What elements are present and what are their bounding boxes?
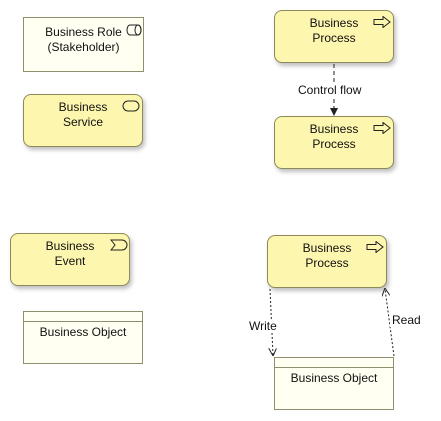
process-arrow-icon	[373, 16, 391, 28]
business-role-label: Business Role (Stakeholder)	[45, 25, 122, 54]
business-process-top-label: Business Process	[309, 16, 359, 45]
process-arrow-icon	[366, 241, 384, 253]
business-process-bottom-node[interactable]: Business Process	[267, 235, 387, 288]
read-label: Read	[390, 313, 423, 327]
read-connector[interactable]	[385, 289, 395, 357]
event-notch-icon	[110, 239, 128, 251]
business-process-mid-label: Business Process	[309, 122, 359, 151]
business-process-bottom-label: Business Process	[302, 241, 352, 270]
control-flow-label: Control flow	[296, 83, 364, 97]
business-process-mid-node[interactable]: Business Process	[274, 116, 394, 169]
object-header-band	[24, 312, 142, 322]
service-rounded-icon	[122, 100, 140, 112]
business-service-label: Business Service	[58, 100, 108, 129]
business-process-top-node[interactable]: Business Process	[274, 10, 394, 63]
business-event-node[interactable]: Business Event	[10, 233, 130, 286]
business-role-node[interactable]: Business Role (Stakeholder)	[23, 17, 144, 72]
business-object-right-node[interactable]: Business Object	[274, 357, 394, 410]
business-object-left-label: Business Object	[39, 325, 127, 339]
role-cylinder-icon	[126, 24, 142, 36]
business-object-right-label: Business Object	[290, 371, 378, 385]
process-arrow-icon	[373, 122, 391, 134]
business-service-node[interactable]: Business Service	[23, 94, 143, 147]
business-object-left-node[interactable]: Business Object	[23, 311, 143, 364]
business-event-label: Business Event	[45, 239, 95, 268]
write-label: Write	[247, 319, 279, 333]
object-header-band	[275, 358, 393, 368]
